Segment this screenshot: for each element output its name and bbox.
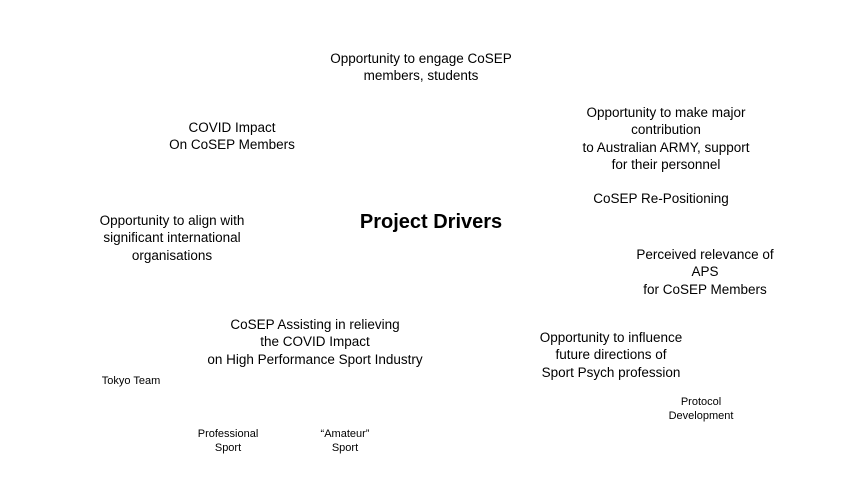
node-army-contribution: Opportunity to make major contribution t… bbox=[582, 105, 750, 172]
diagram-title: Project Drivers bbox=[359, 211, 503, 233]
node-covid-impact-members: COVID Impact On CoSEP Members bbox=[169, 120, 295, 153]
node-engage-members: Opportunity to engage CoSEP members, stu… bbox=[330, 51, 512, 84]
node-tokyo-team: Tokyo Team bbox=[101, 375, 161, 387]
node-aps-relevance: Perceived relevance of APS for CoSEP Mem… bbox=[636, 247, 774, 297]
node-cosep-repositioning: CoSEP Re-Positioning bbox=[593, 191, 729, 206]
node-amateur-sport: “Amateur” Sport bbox=[320, 428, 370, 455]
node-professional-sport: Professional Sport bbox=[197, 428, 259, 455]
node-protocol-development: Protocol Development bbox=[668, 396, 734, 423]
node-influence-directions: Opportunity to influence future directio… bbox=[539, 330, 683, 380]
node-covid-relief-industry: CoSEP Assisting in relieving the COVID I… bbox=[207, 317, 423, 367]
node-align-international: Opportunity to align with significant in… bbox=[99, 213, 245, 263]
